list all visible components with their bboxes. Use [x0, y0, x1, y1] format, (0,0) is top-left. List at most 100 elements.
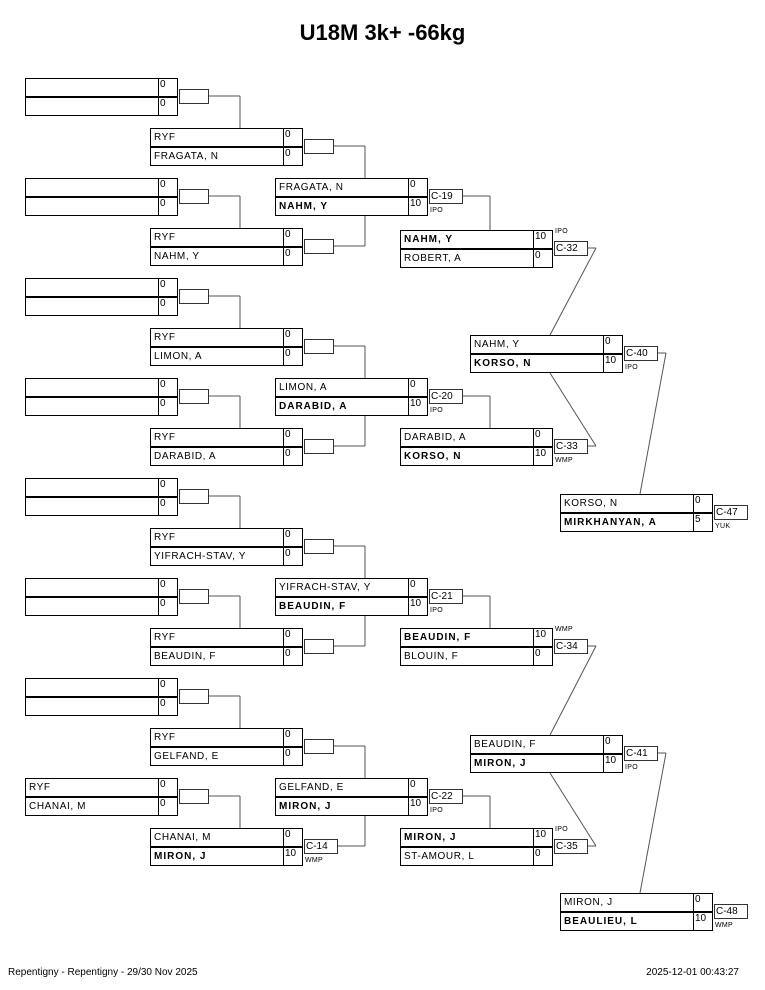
match-code-box[interactable]: C-48 — [714, 904, 748, 919]
competitor-slot[interactable]: 0 — [25, 197, 178, 216]
match-result-box[interactable] — [304, 139, 334, 154]
match-result-box[interactable] — [304, 439, 334, 454]
competitor-slot[interactable]: 0 — [25, 378, 178, 397]
match-code-box[interactable]: C-35 — [554, 839, 588, 854]
match-result-box[interactable] — [304, 339, 334, 354]
competitor-slot[interactable]: 0 — [25, 697, 178, 716]
competitor-name: BEAUDIN, F — [279, 601, 347, 612]
competitor-name: LIMON, A — [154, 351, 203, 362]
match-code-box[interactable]: C-47 — [714, 505, 748, 520]
match-code-box[interactable]: C-22 — [429, 789, 463, 804]
competitor-slot[interactable]: 0 — [25, 397, 178, 416]
match-result-box[interactable] — [179, 189, 209, 204]
match-result-box[interactable] — [304, 639, 334, 654]
competitor-slot[interactable]: 0 — [25, 497, 178, 516]
match-code-box[interactable]: C-34 — [554, 639, 588, 654]
match-code-box[interactable]: C-21 — [429, 589, 463, 604]
competitor-score: 0 — [158, 298, 178, 315]
match-result-box[interactable] — [179, 489, 209, 504]
match-result-box[interactable] — [179, 689, 209, 704]
match-result-box[interactable] — [179, 589, 209, 604]
competitor-slot[interactable]: 0 — [25, 78, 178, 97]
match-result-box[interactable] — [179, 789, 209, 804]
competitor-score: 0 — [158, 498, 178, 515]
match-code-box[interactable]: C-41 — [624, 746, 658, 761]
match-code-box[interactable]: C-32 — [554, 241, 588, 256]
competitor-name: RYF — [154, 732, 176, 743]
match-result-box[interactable] — [179, 89, 209, 104]
competitor-name: RYF — [154, 432, 176, 443]
competitor-score: 10 — [603, 355, 623, 372]
competitor-score: 0 — [693, 495, 713, 512]
match-result-box[interactable] — [179, 289, 209, 304]
competitor-score: 10 — [408, 598, 428, 615]
match-result-box[interactable] — [304, 739, 334, 754]
competitor-slot[interactable]: 0 — [25, 678, 178, 697]
match-code-box[interactable]: C-14 — [304, 839, 338, 854]
match-result-box[interactable] — [304, 539, 334, 554]
competitor-score: 0 — [533, 848, 553, 865]
match-result-box[interactable] — [179, 389, 209, 404]
competitor-slot[interactable]: 0 — [25, 278, 178, 297]
match-code-box[interactable]: C-20 — [429, 389, 463, 404]
match-result-box[interactable] — [304, 239, 334, 254]
competitor-score: 0 — [158, 198, 178, 215]
competitor-slot[interactable]: 0 — [25, 297, 178, 316]
connector-line — [639, 752, 667, 894]
competitor-slot[interactable]: BEAUDIN, F 10 — [275, 597, 428, 616]
competitor-slot[interactable]: 0 — [25, 478, 178, 497]
win-type-label: WMP — [305, 857, 324, 864]
competitor-score: 0 — [283, 229, 303, 246]
competitor-slot[interactable]: 0 — [25, 597, 178, 616]
competitor-slot[interactable]: 0 — [25, 97, 178, 116]
match-code-box[interactable]: C-40 — [624, 346, 658, 361]
match-code-box[interactable]: C-33 — [554, 439, 588, 454]
competitor-slot[interactable]: 0 — [25, 578, 178, 597]
competitor-score: 0 — [158, 479, 178, 496]
match-code-box[interactable]: C-19 — [429, 189, 463, 204]
competitor-slot[interactable]: 0 — [25, 178, 178, 197]
competitor-name: BEAUDIN, F — [154, 651, 217, 662]
